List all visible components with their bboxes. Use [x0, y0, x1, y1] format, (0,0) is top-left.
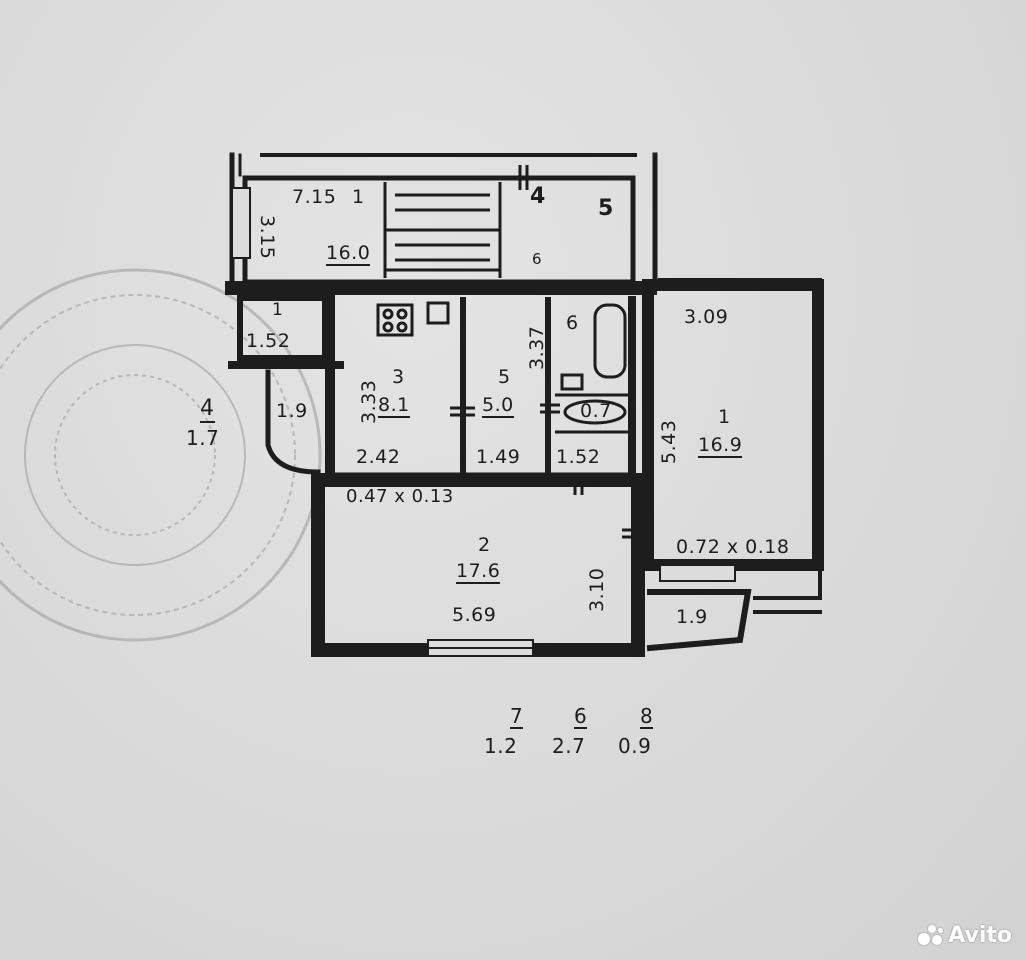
- stair-mark-4: 4: [530, 184, 546, 209]
- window-left-dimension: 0.47 x 0.13: [346, 486, 454, 507]
- stair-width-label: 7.15: [292, 186, 337, 208]
- legend-7-number: 7: [510, 704, 524, 729]
- room2-number: 2: [478, 534, 491, 556]
- room1-area: 16.9: [698, 434, 743, 458]
- fixtures: [376, 301, 628, 434]
- legend-7-area: 1.2: [484, 734, 518, 758]
- top-mark-6: 6: [532, 250, 543, 268]
- small-room-number: 1: [272, 300, 284, 320]
- stair-room-area: 16.0: [326, 242, 371, 266]
- room3-width-dimension: 2.42: [356, 446, 401, 468]
- legend-6-number: 6: [574, 704, 588, 729]
- small-room-area: 1.52: [246, 330, 291, 352]
- bath-fixture-dimension: 0.7: [580, 400, 612, 422]
- room3-height-dimension: 3.33: [358, 379, 380, 424]
- doors: [450, 165, 650, 539]
- room2-height-dimension: 3.10: [586, 567, 608, 612]
- official-stamp: [0, 268, 322, 642]
- window-right-dimension: 0.72 x 0.18: [676, 536, 790, 558]
- room5-number: 5: [498, 366, 511, 388]
- room5-area: 5.0: [482, 394, 514, 418]
- stair-side-dimension: 3.15: [256, 215, 278, 260]
- stair-mark-5: 5: [598, 196, 614, 221]
- stair-room-number: 1: [352, 186, 365, 208]
- staircase: [383, 182, 502, 278]
- legend-8-area: 0.9: [618, 734, 652, 758]
- legend-8-number: 8: [640, 704, 654, 729]
- room3-number: 3: [392, 366, 405, 388]
- room2-width-dimension: 5.69: [452, 604, 497, 626]
- room1-width-dimension: 3.09: [684, 306, 729, 328]
- bath-number: 6: [566, 312, 579, 334]
- room5-width-dimension: 1.49: [476, 446, 521, 468]
- left-balcony-label: 1.9: [276, 400, 308, 422]
- avito-logo-icon: [918, 924, 944, 947]
- right-balcony-label: 1.9: [676, 606, 708, 628]
- room4-number: 4: [200, 396, 215, 423]
- legend-6-area: 2.7: [552, 734, 586, 758]
- avito-watermark: Avito: [918, 923, 1012, 948]
- walls: [225, 152, 824, 657]
- bath-width-dimension: 1.52: [556, 446, 601, 468]
- room5-side-dimension: 3.37: [526, 325, 548, 370]
- room3-area: 8.1: [378, 394, 410, 418]
- room1-height-dimension: 5.43: [658, 419, 680, 464]
- avito-watermark-text: Avito: [948, 923, 1012, 948]
- room4-area: 1.7: [186, 426, 220, 450]
- room2-area: 17.6: [456, 560, 501, 584]
- room1-number: 1: [718, 406, 731, 428]
